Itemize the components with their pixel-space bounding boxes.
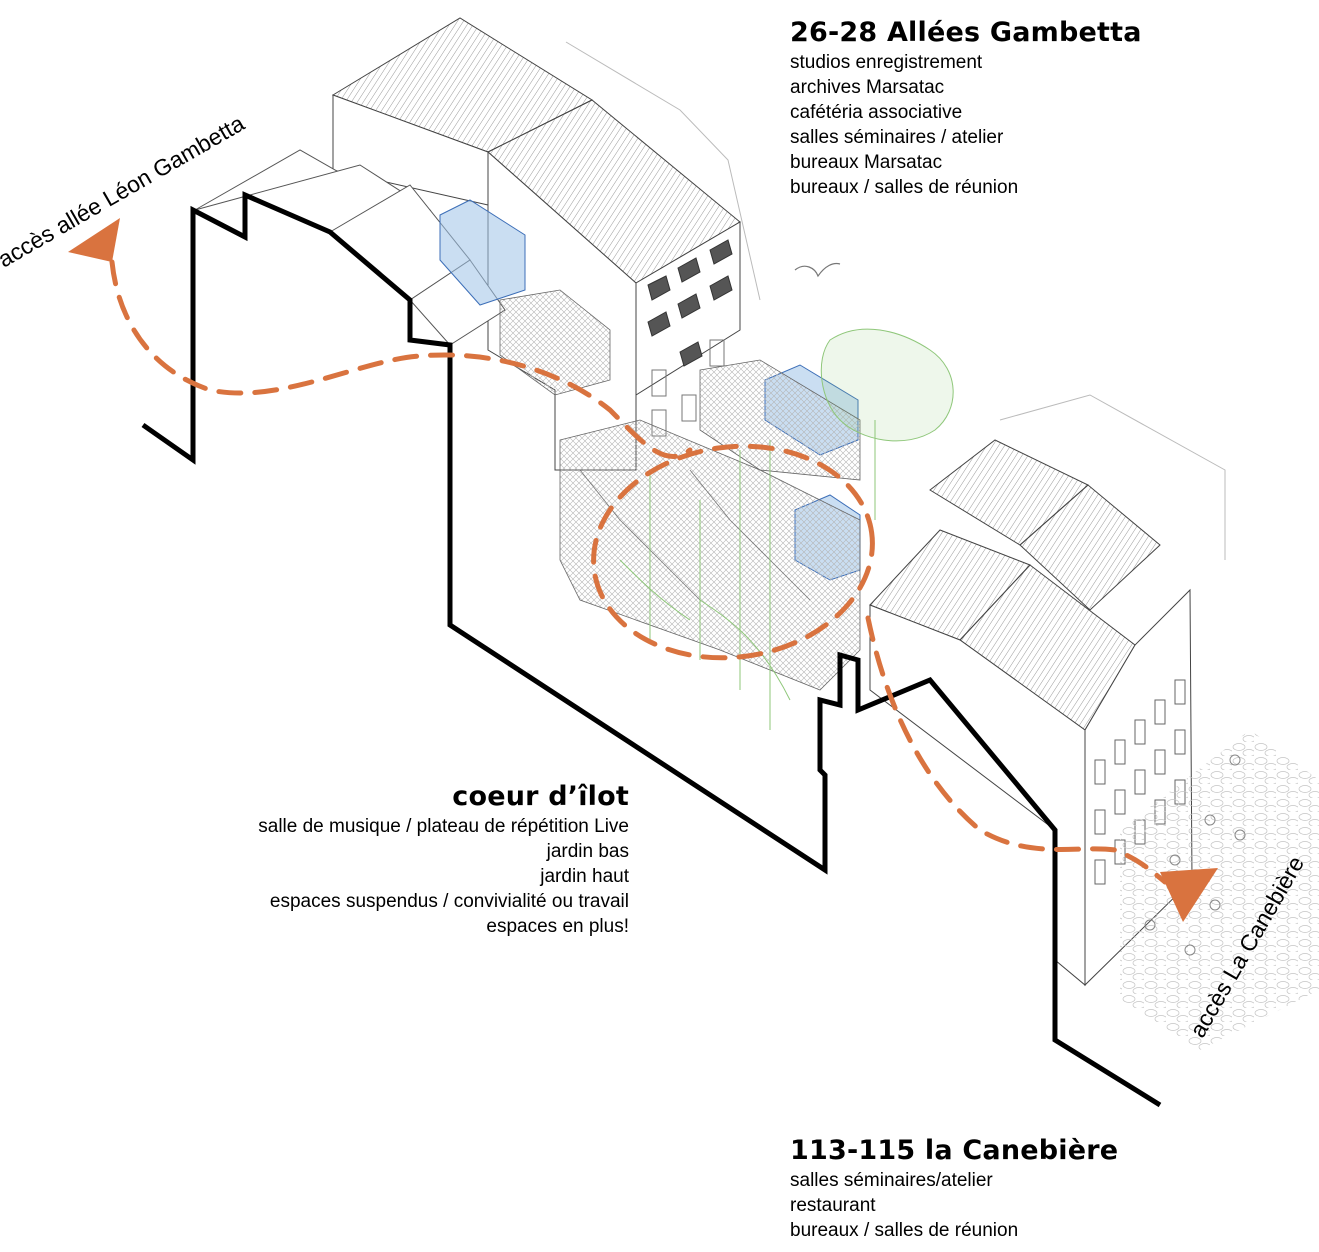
gambetta-label-block: 26-28 Allées Gambetta studios enregistre…: [790, 18, 1142, 200]
gambetta-function-item: archives Marsatac: [790, 77, 945, 98]
ilot-function-item: salle de musique / plateau de répétition…: [258, 816, 629, 837]
ilot-function-item: espaces suspendus / convivialité ou trav…: [269, 891, 629, 912]
ilot-function-item: jardin haut: [540, 866, 629, 887]
courtyard-vegetation: [619, 328, 954, 730]
gambetta-functions: studios enregistrement archives Marsatac…: [790, 50, 1142, 200]
arrowhead-gambetta: [68, 218, 120, 262]
gambetta-title: 26-28 Allées Gambetta: [790, 17, 1142, 48]
street-figures: [1144, 754, 1246, 956]
canebiere-street: [1120, 730, 1319, 1050]
canebiere-function-item: salles séminaires/atelier: [790, 1170, 993, 1191]
canebiere-side-wall: [869, 604, 1086, 987]
section-cut-line: [141, 191, 1162, 1108]
canebiere-functions: salles séminaires/atelier restaurant bur…: [790, 1168, 1118, 1243]
gambetta-function-item: bureaux Marsatac: [790, 152, 943, 173]
bird-sketch: [794, 262, 841, 278]
ilot-title: coeur d’îlot: [452, 781, 629, 812]
canebiere-label-block: 113-115 la Canebière salles séminaires/a…: [790, 1136, 1118, 1243]
path-gambetta-entry: [109, 259, 693, 459]
gambetta-function-item: salles séminaires / atelier: [790, 127, 1004, 148]
gambetta-function-item: cafétéria associative: [790, 102, 963, 123]
courtyard-structure: [499, 289, 861, 691]
ilot-functions: salle de musique / plateau de répétition…: [258, 814, 629, 939]
ilot-function-item: jardin bas: [546, 841, 629, 862]
arrowhead-canebiere: [1160, 868, 1218, 922]
gambetta-function-item: bureaux / salles de réunion: [790, 177, 1019, 198]
ilot-function-item: espaces en plus!: [486, 916, 629, 937]
gambetta-neighbour-outline: [565, 41, 761, 301]
ilot-label-block: coeur d’îlot salle de musique / plateau …: [258, 782, 629, 939]
gambetta-window-awnings: [647, 239, 733, 367]
canebiere-neighbour-outline: [999, 394, 1226, 560]
canebiere-function-item: bureaux / salles de réunion: [790, 1220, 1019, 1241]
circulation-path: [109, 259, 1168, 885]
building-canebiere: [869, 394, 1226, 987]
path-canebiere-exit: [865, 615, 1168, 885]
canebiere-roof-2: [1019, 484, 1161, 611]
canebiere-function-item: restaurant: [790, 1195, 876, 1216]
glass-box-upper-left: [439, 199, 526, 306]
path-ilot-loop: [591, 443, 875, 661]
canebiere-title: 113-115 la Canebière: [790, 1135, 1119, 1166]
gambetta-function-item: studios enregistrement: [790, 52, 983, 73]
